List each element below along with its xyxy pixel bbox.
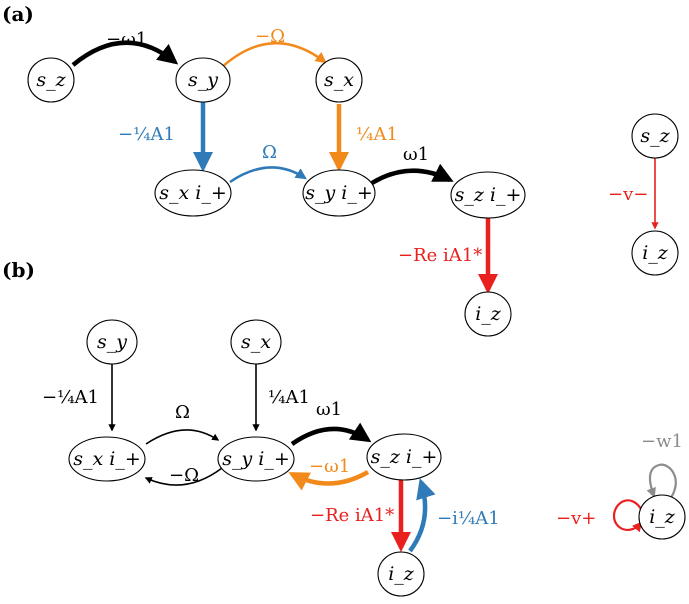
node-a-syi-label: s_y i_+ [305, 182, 373, 204]
edge-label-a-minus-Re-iA1star: −Re iA1* [398, 245, 482, 266]
edge-b-side-iz-selfloop-gray [646, 463, 677, 504]
node-a-sy [175, 57, 231, 103]
edge-label-b-minus-omega1: −ω1 [309, 456, 350, 477]
node-b-sx-label: s_x [241, 331, 271, 353]
edge-a-sy-sx [221, 42, 327, 68]
node-a-sxi [154, 169, 232, 217]
edge-label-a-minus-quarter-A1: −¼A1 [118, 124, 175, 145]
node-b-szi-label: s_z i_+ [371, 446, 438, 468]
node-b-sy [86, 319, 138, 365]
node-b-side-iz [638, 494, 686, 540]
node-a-sz-label: s_z [36, 69, 66, 91]
edge-b-iz-szi [408, 478, 436, 553]
node-b-sxi-label: s_x i_+ [73, 448, 141, 470]
node-b-sx [230, 319, 282, 365]
node-a-sx [315, 57, 363, 103]
edge-label-b-minus-Omega: −Ω [169, 465, 199, 486]
node-a-iz [464, 291, 512, 337]
edge-label-a-minus-omega1: −ω1 [106, 29, 147, 50]
node-a-syi [302, 169, 376, 217]
node-b-syi-label: s_y i_+ [222, 448, 290, 470]
node-a-sy-label: s_y [188, 69, 218, 91]
node-b-side-iz-label: i_z [649, 506, 676, 528]
edge-label-a-minus-v-minus: −v− [608, 184, 648, 205]
node-a-iz-label: i_z [475, 303, 502, 325]
edge-label-a-omega1: ω1 [403, 144, 429, 165]
edge-b-syi-sxi [144, 467, 223, 486]
edge-label-a-quarter-A1: ¼A1 [356, 124, 398, 145]
node-a-side-sz-label: s_z [640, 125, 670, 147]
node-b-sxi [68, 436, 146, 482]
edge-label-b-minus-quarter-A1: −¼A1 [42, 387, 99, 408]
node-a-sxi-label: s_x i_+ [159, 182, 227, 204]
node-a-szi [450, 171, 526, 219]
edge-label-b-quarter-A1: ¼A1 [268, 387, 310, 408]
edge-label-b-minus-v-plus: −v+ [556, 508, 596, 529]
node-a-side-iz [631, 230, 679, 276]
edge-a-syi-szi [370, 163, 454, 185]
panel-b-label: (b) [2, 258, 35, 282]
edge-b-syi-szi [290, 422, 372, 446]
edge-b-szi-syi [288, 470, 370, 491]
edge-label-a-Omega: Ω [262, 142, 277, 163]
node-a-sx-label: s_x [324, 69, 354, 91]
edge-label-a-minus-Omega: −Ω [255, 26, 285, 47]
edge-label-b-minus-i-quarter-A1: −i¼A1 [437, 508, 500, 529]
node-b-iz [377, 551, 425, 597]
edge-a-sz-sy [71, 40, 179, 67]
edge-a-sxi-syi [229, 166, 307, 184]
node-a-side-iz-label: i_z [642, 242, 669, 264]
node-a-sz [27, 57, 75, 103]
node-b-sy-label: s_y [97, 331, 127, 353]
edge-b-side-iz-selfloop-red [612, 499, 643, 533]
node-a-szi-label: s_z i_+ [455, 184, 522, 206]
edge-label-b-omega1: ω1 [316, 399, 342, 420]
panel-a-label: (a) [2, 2, 34, 26]
edge-label-b-minus-w1: −w1 [641, 431, 683, 452]
node-b-szi [366, 433, 442, 481]
node-b-syi [217, 436, 295, 482]
edge-label-b-Omega: Ω [175, 402, 190, 423]
edge-b-sxi-syi [145, 429, 220, 445]
node-b-iz-label: i_z [388, 563, 415, 585]
edge-label-b-minus-Re-iA1star: −Re iA1* [310, 505, 394, 526]
node-a-side-sz [631, 113, 679, 159]
